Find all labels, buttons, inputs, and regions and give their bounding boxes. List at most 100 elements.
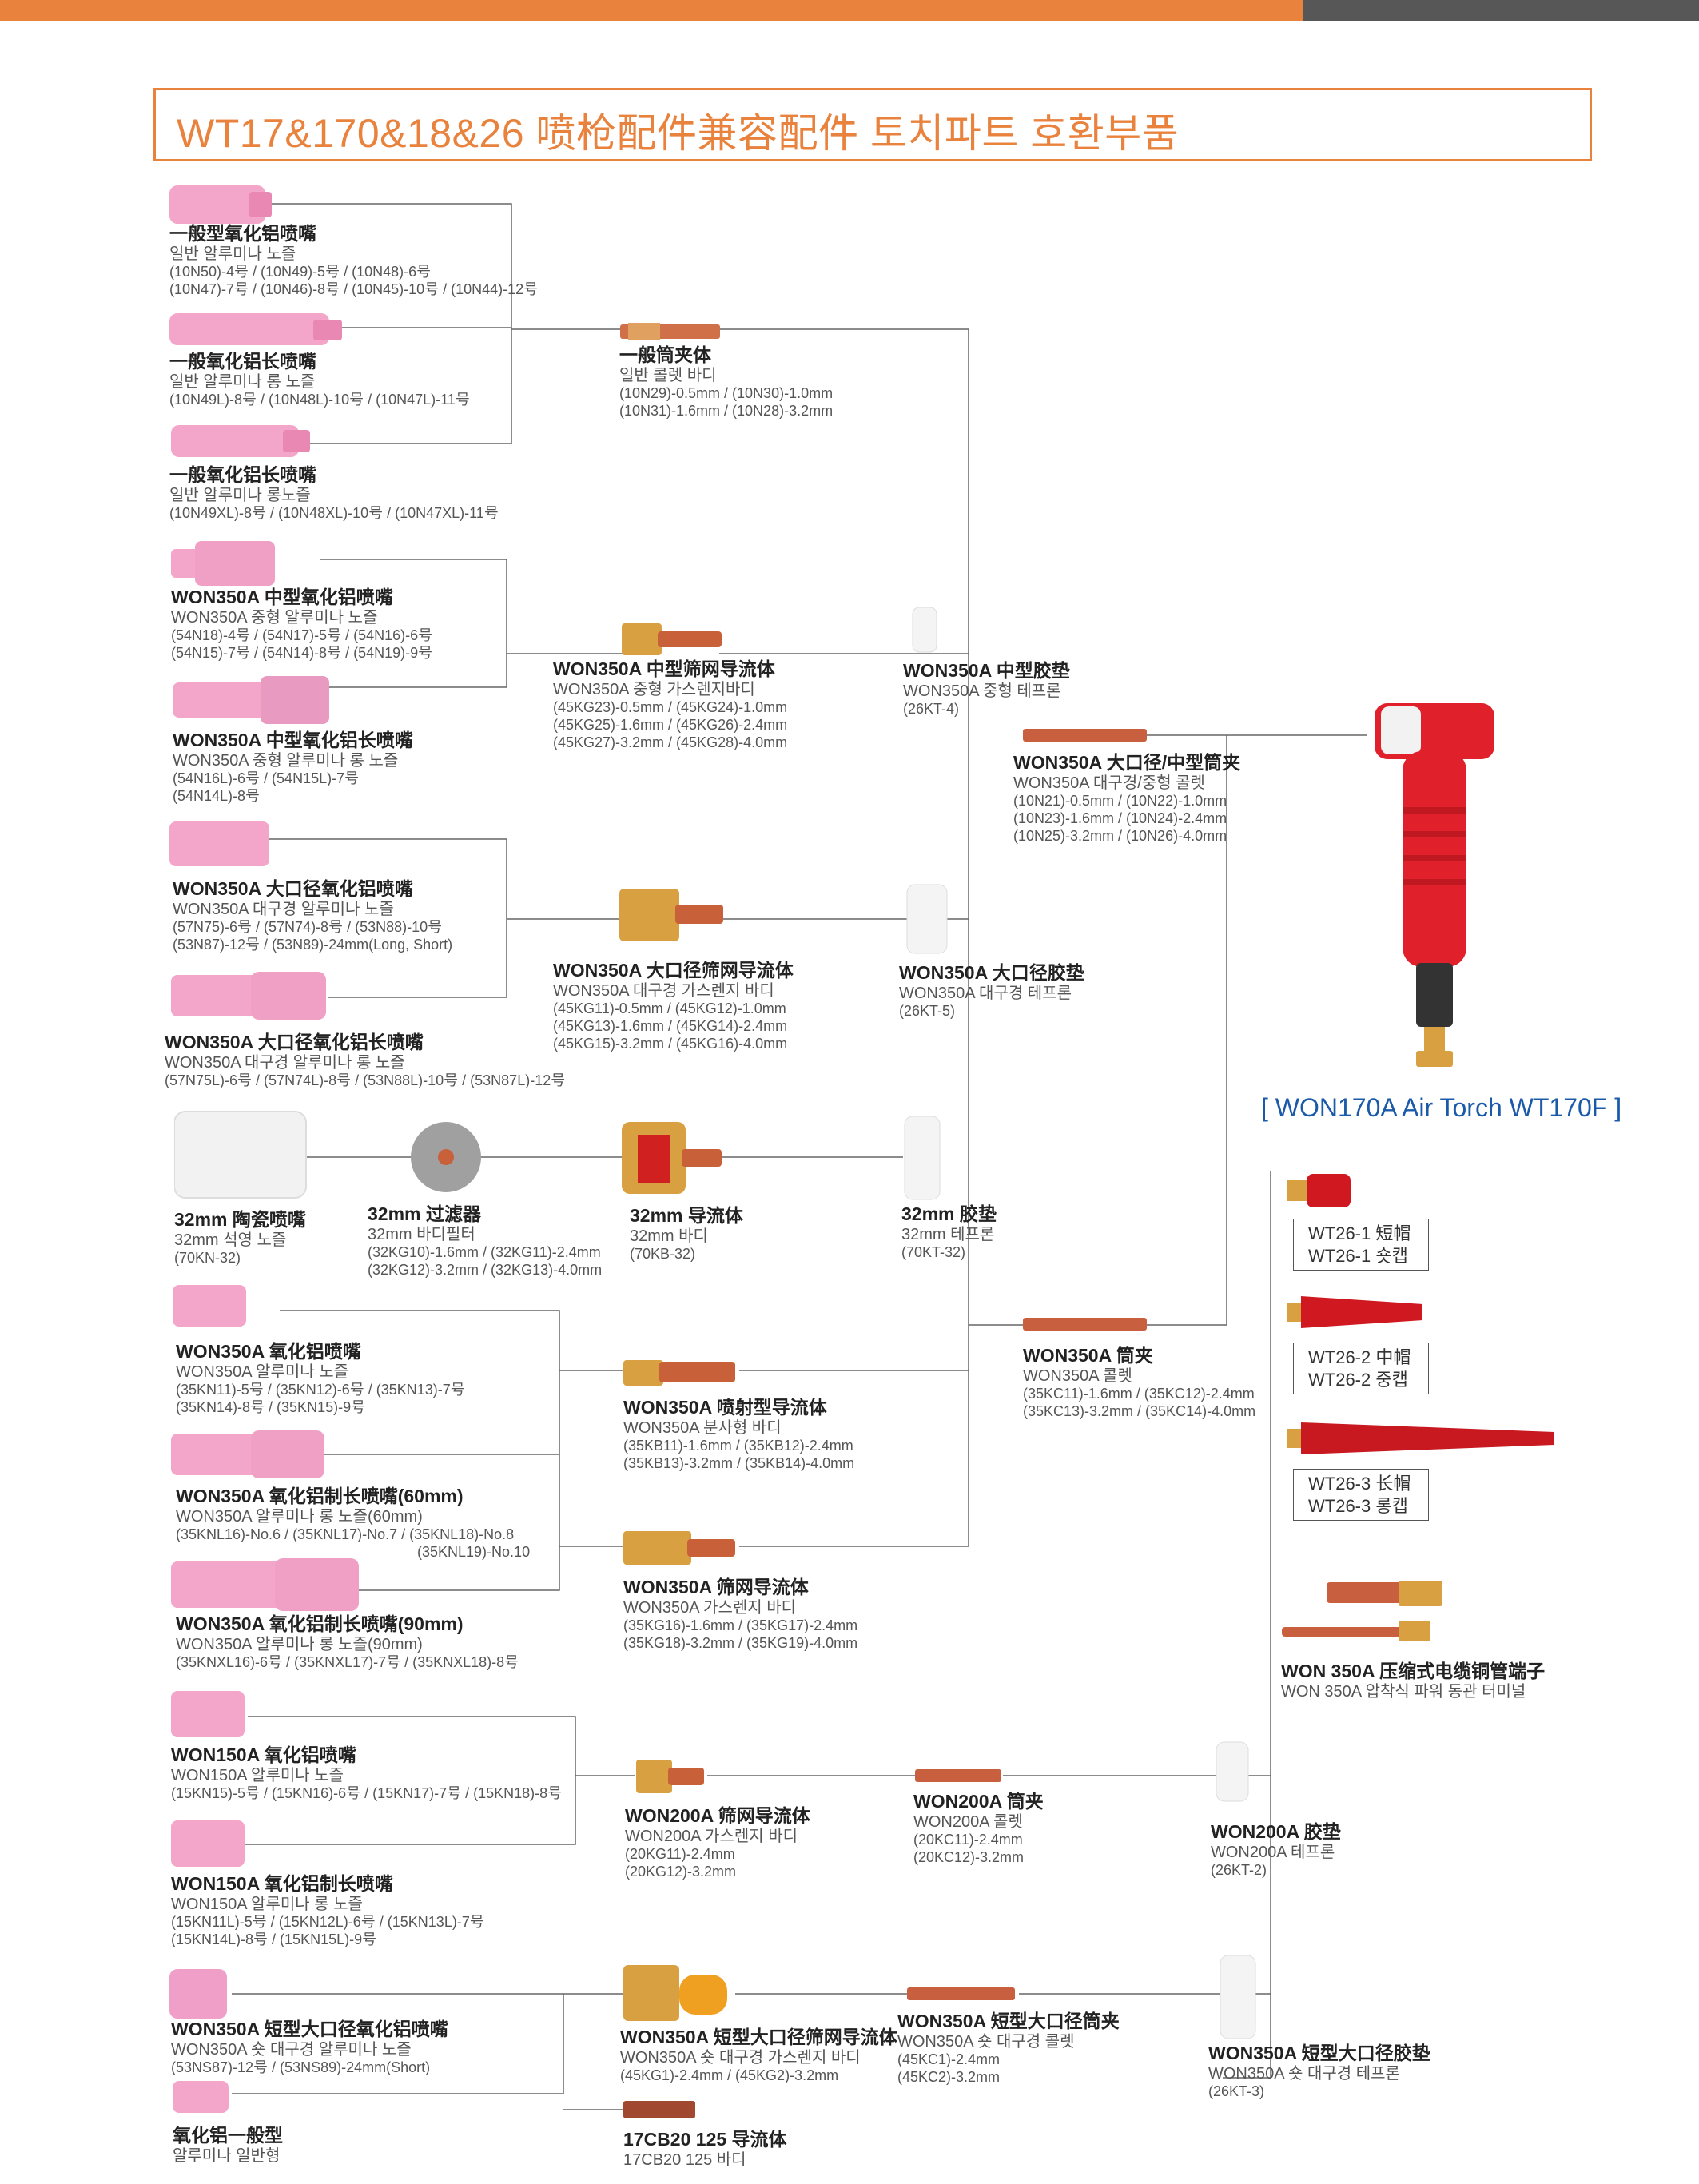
short-cap-picture <box>1287 1174 1351 1207</box>
torch-picture <box>1375 703 1494 1067</box>
nozzle-item: 32mm 陶瓷喷嘴 32mm 석영 노즐 (70KN-32) <box>174 1208 306 1267</box>
nozzle-detail: (35KNXL16)-6号 / (35KNXL17)-7号 / (35KNXL1… <box>176 1654 519 1671</box>
gasket-subtitle: 32mm 테프론 <box>901 1226 995 1244</box>
top-dark-bar <box>1303 0 1699 21</box>
nozzle-title: WON350A 中型氧化铝长喷嘴 <box>173 730 413 750</box>
collet-detail: (20KC11)-2.4mm <box>913 1832 1023 1848</box>
nozzle-picture <box>171 1820 245 1867</box>
body-detail: (35KB11)-1.6mm / (35KB12)-2.4mm <box>623 1438 853 1454</box>
collet-detail: (45KC2)-3.2mm <box>897 2069 1001 2086</box>
body-title: 32mm 导流体 <box>630 1205 743 1226</box>
collet-item: WON350A 筒夹 WON350A 콜렛 (35KC11)-1.6mm / (… <box>1023 1344 1255 1421</box>
medium-cap-picture <box>1287 1296 1422 1328</box>
body-subtitle: WON350A 가스렌지 바디 <box>623 1599 796 1617</box>
nozzle-item: WON350A 短型大口径氧化铝喷嘴 WON350A 숏 대구경 알루미나 노즐… <box>171 2018 448 2077</box>
body-title: WON350A 中型筛网导流体 <box>553 658 775 679</box>
gasket-title: WON350A 短型大口径胶垫 <box>1208 2043 1430 2063</box>
nozzle-detail: (10N47)-7号 / (10N46)-8号 / (10N45)-10号 / … <box>169 281 539 298</box>
nozzle-detail: (10N50)-4号 / (10N49)-5号 / (10N48)-6号 <box>169 264 432 280</box>
collet-detail: (45KC1)-2.4mm <box>897 2051 1001 2068</box>
body-detail: (20KG12)-3.2mm <box>625 1864 737 1880</box>
nozzle-title: WON350A 氧化铝制长喷嘴(60mm) <box>176 1486 464 1506</box>
gasket-item: WON350A 大口径胶垫 WON350A 대구경 테프론 (26KT-5) <box>899 961 1084 1020</box>
body-picture <box>623 2101 695 2118</box>
nozzle-picture <box>173 1285 246 1327</box>
collet-picture <box>1023 1318 1147 1331</box>
gasket-subtitle: WON350A 숏 대구경 테프론 <box>1208 2065 1400 2083</box>
body-detail: (10N31)-1.6mm / (10N28)-3.2mm <box>619 403 834 420</box>
nozzle-subtitle: WON350A 대구경 알루미나 롱 노즐 <box>165 1054 405 1072</box>
nozzle-subtitle: 일반 알루미나 롱 노즐 <box>169 373 316 392</box>
gasket-item: WON350A 短型大口径胶垫 WON350A 숏 대구경 테프론 (26KT-… <box>1208 2042 1430 2101</box>
nozzle-subtitle: WON350A 알루미나 롱 노즐(60mm) <box>176 1508 423 1526</box>
body-subtitle: WON200A 가스렌지 바디 <box>625 1828 798 1846</box>
body-detail: (35KG18)-3.2mm / (35KG19)-4.0mm <box>623 1635 858 1652</box>
gas-lens-body-picture <box>636 1760 704 1793</box>
nozzle-detail: (35KNL16)-No.6 / (35KNL17)-No.7 / (35KNL… <box>176 1526 515 1543</box>
body-item: WON350A 筛网导流体 WON350A 가스렌지 바디 (35KG16)-1… <box>623 1576 857 1653</box>
body-title: WON350A 大口径筛网导流体 <box>553 960 794 981</box>
nozzle-picture <box>171 541 275 586</box>
gasket-subtitle: WON350A 대구경 테프론 <box>899 985 1072 1003</box>
gasket-title: 32mm 胶垫 <box>901 1203 997 1224</box>
nozzle-subtitle: WON150A 알루미나 롱 노즐 <box>171 1896 363 1914</box>
top-accent-bar <box>0 0 1303 21</box>
cap-label-line: WT26-1 短帽 <box>1308 1223 1411 1243</box>
collet-item: WON350A 大口径/中型筒夹 WON350A 대구경/중형 콜렛 (10N2… <box>1013 751 1240 845</box>
nozzle-picture <box>169 821 269 866</box>
nozzle-detail: (35KNL19)-No.10 <box>417 1544 531 1561</box>
nozzle-detail: (53NS87)-12号 / (53NS89)-24mm(Short) <box>171 2059 431 2076</box>
gasket-picture <box>912 607 937 653</box>
nozzle-detail: (10N49XL)-8号 / (10N48XL)-10号 / (10N47XL)… <box>169 505 499 522</box>
body-title: WON350A 喷射型导流体 <box>623 1397 827 1418</box>
nozzle-title: 一般型氧化铝喷嘴 <box>169 223 316 244</box>
long-nozzle-picture <box>173 676 329 724</box>
body-detail: (45KG15)-3.2mm / (45KG16)-4.0mm <box>553 1036 788 1052</box>
body-item: WON350A 中型筛网导流体 WON350A 중형 가스렌지바디 (45KG2… <box>553 658 787 752</box>
page-title: WT17&170&18&26 喷枪配件兼容配件 토치파트 호환부품 <box>177 111 1180 156</box>
nozzle-detail: (15KN11L)-5号 / (15KN12L)-6号 / (15KN13L)-… <box>171 1914 484 1931</box>
long-cap-picture <box>1287 1422 1554 1454</box>
nozzle-title: 一般氧化铝长喷嘴 <box>169 464 316 485</box>
body-detail: (35KG16)-1.6mm / (35KG17)-2.4mm <box>623 1617 858 1634</box>
gasket-subtitle: WON200A 테프론 <box>1211 1844 1335 1862</box>
collet-detail: (35KC13)-3.2mm / (35KC14)-4.0mm <box>1023 1403 1256 1420</box>
gasket-item: WON200A 胶垫 WON200A 테프론 (26KT-2) <box>1211 1820 1341 1880</box>
gasket-detail: (26KT-4) <box>903 701 960 718</box>
terminal-subtitle: WON 350A 압착식 파워 동관 터미널 <box>1281 1683 1526 1701</box>
body-detail: (35KB13)-3.2mm / (35KB14)-4.0mm <box>623 1455 855 1472</box>
nozzle-title: WON350A 氧化铝制长喷嘴(90mm) <box>176 1613 464 1634</box>
long-nozzle-picture <box>171 1558 359 1611</box>
nozzle-item: WON150A 氧化铝制长喷嘴 WON150A 알루미나 롱 노즐 (15KN1… <box>171 1872 484 1949</box>
title-box: WT17&170&18&26 喷枪配件兼容配件 토치파트 호환부품 <box>153 88 1592 161</box>
body-subtitle: WON350A 대구경 가스렌지 바디 <box>553 982 774 1001</box>
collet-detail: (10N21)-0.5mm / (10N22)-1.0mm <box>1013 793 1227 810</box>
nozzle-title: 32mm 陶瓷喷嘴 <box>174 1209 306 1230</box>
cap-label: WT26-1 短帽 WT26-1 숏캡 <box>1293 1219 1430 1271</box>
body-detail: (45KG13)-1.6mm / (45KG14)-2.4mm <box>553 1018 788 1035</box>
body-title: 17CB20 125 导流体 <box>623 2129 787 2150</box>
nozzle-detail: (54N14L)-8号 <box>173 788 261 805</box>
nozzle-detail: (10N49L)-8号 / (10N48L)-10号 / (10N47L)-11… <box>169 392 470 408</box>
terminal-item: WON 350A 压缩式电缆铜管端子 WON 350A 압착식 파워 동관 터미… <box>1281 1660 1545 1701</box>
nozzle-item: WON350A 氧化铝喷嘴 WON350A 알루미나 노즐 (35KN11)-5… <box>176 1340 465 1417</box>
gasket-detail: (26KT-2) <box>1211 1862 1267 1879</box>
gasket-detail: (26KT-3) <box>1208 2083 1265 2100</box>
nozzle-subtitle: WON350A 중형 알루미나 노즐 <box>171 609 378 627</box>
gasket-picture <box>1216 1741 1249 1802</box>
nozzle-subtitle: WON350A 알루미나 노즐 <box>176 1363 348 1382</box>
gas-lens-body-picture <box>623 1965 727 2021</box>
gas-lens-body-picture <box>619 889 723 941</box>
nozzle-title: 氧化铝一般型 <box>173 2125 283 2146</box>
nozzle-picture <box>169 1969 227 2019</box>
gasket-picture <box>904 1116 941 1200</box>
gasket-item: 32mm 胶垫 32mm 테프론 (70KT-32) <box>901 1203 997 1262</box>
collet-title: WON350A 大口径/中型筒夹 <box>1013 752 1241 773</box>
collet-subtitle: WON350A 대구경/중형 콜렛 <box>1013 774 1205 793</box>
collet-detail: (10N25)-3.2mm / (10N26)-4.0mm <box>1013 828 1227 845</box>
body-detail: (45KG27)-3.2mm / (45KG28)-4.0mm <box>553 734 788 751</box>
gasket-subtitle: WON350A 중형 테프론 <box>903 682 1061 701</box>
nozzle-detail: (70KN-32) <box>174 1250 241 1267</box>
nozzle-title: WON350A 大口径氧化铝长喷嘴 <box>165 1032 424 1052</box>
collet-picture <box>915 1769 1001 1782</box>
